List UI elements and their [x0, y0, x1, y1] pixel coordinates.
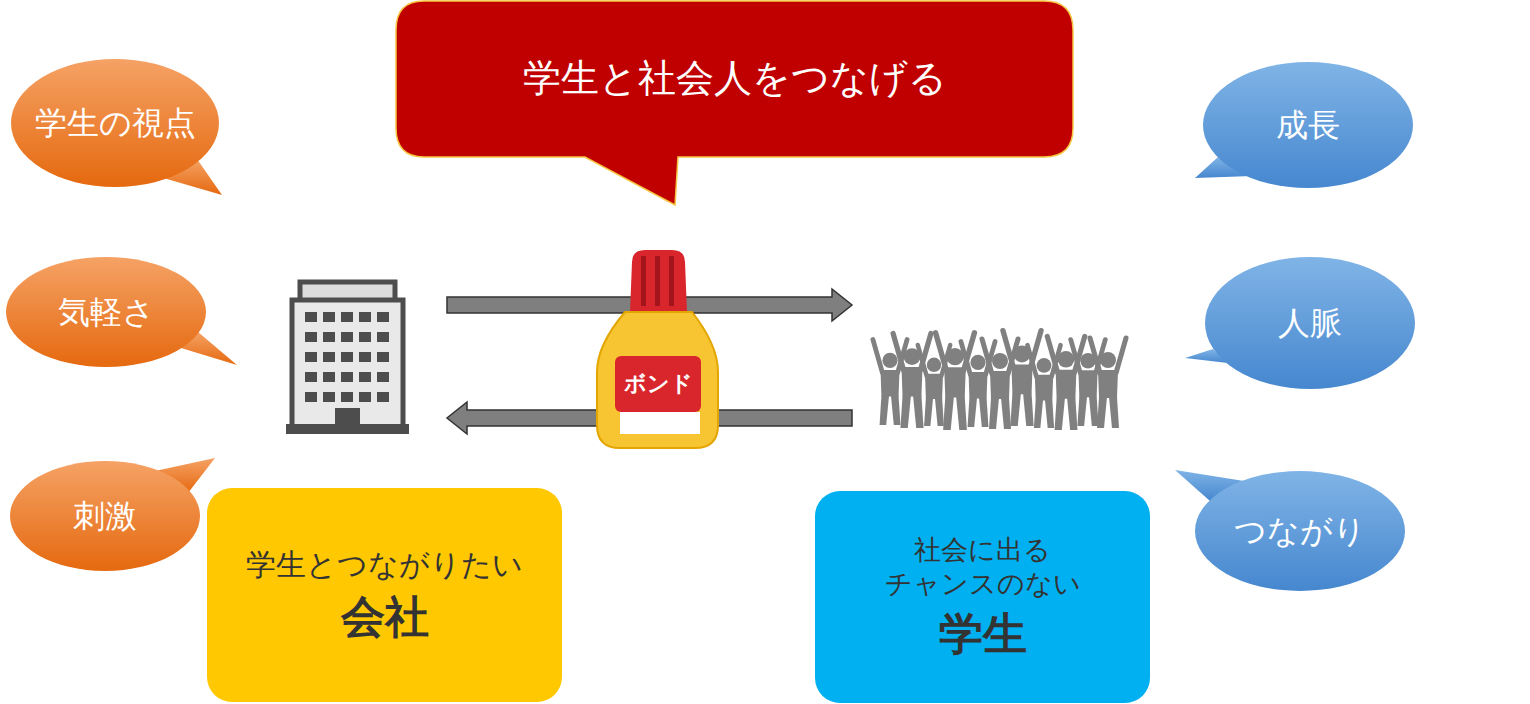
text-area: 気軽さ: [16, 263, 196, 361]
text-area: 成長: [1218, 68, 1398, 182]
node-heading: 会社: [341, 589, 429, 644]
people-silhouette: [873, 331, 1126, 430]
bubble-outline: [11, 59, 219, 187]
bubble-outline: [1203, 62, 1413, 188]
box-outline: [815, 491, 1150, 703]
text-area: 刺激: [20, 467, 190, 565]
merit-bubble: 成長: [1190, 60, 1415, 195]
student-box: 社会に出る チャンスのない学生: [815, 491, 1150, 703]
merit-bubble: 気軽さ: [3, 255, 243, 370]
building-icon: [286, 282, 409, 434]
bubble-outline: [1205, 257, 1415, 389]
box-outline: [207, 488, 562, 702]
node-text: 人脈: [1278, 303, 1342, 343]
node-text: 学生とつながりたい: [246, 546, 523, 584]
node-shape: [395, 0, 1075, 208]
label-text: ボンド: [624, 370, 693, 398]
node-text: 刺激: [73, 496, 137, 536]
bubble-outline: [10, 461, 200, 571]
node-text: 学生の視点: [35, 103, 196, 143]
bubble-outline: [6, 257, 206, 367]
node-text: 成長: [1276, 105, 1340, 145]
text-area: 学生と社会人をつなげる: [405, 5, 1065, 153]
node-heading: 学生: [939, 606, 1027, 661]
node-text: つながり: [1234, 511, 1366, 551]
node-text: 学生と社会人をつなげる: [523, 55, 947, 103]
text-area: 学生の視点: [21, 69, 209, 177]
bubble-outline: [1195, 471, 1405, 591]
node-text: 気軽さ: [58, 292, 155, 332]
merit-bubble: 刺激: [5, 455, 220, 573]
bottle-label: ボンド: [615, 356, 701, 412]
merit-bubble: 人脈: [1180, 255, 1420, 395]
title-callout: 学生と社会人をつなげる: [395, 0, 1075, 208]
glue-bottle: [597, 250, 718, 448]
text-area: 社会に出る チャンスのない学生: [829, 505, 1136, 689]
text-area: 人脈: [1220, 265, 1400, 381]
merit-bubble: 学生の視点: [5, 55, 230, 200]
company-box: 学生とつながりたい会社: [207, 488, 562, 702]
text-area: 学生とつながりたい会社: [221, 502, 548, 688]
text-area: つながり: [1207, 477, 1393, 585]
merit-bubble: つながり: [1172, 465, 1412, 593]
callout-outline: [396, 1, 1073, 205]
node-text: 社会に出る チャンスのない: [829, 533, 1136, 601]
